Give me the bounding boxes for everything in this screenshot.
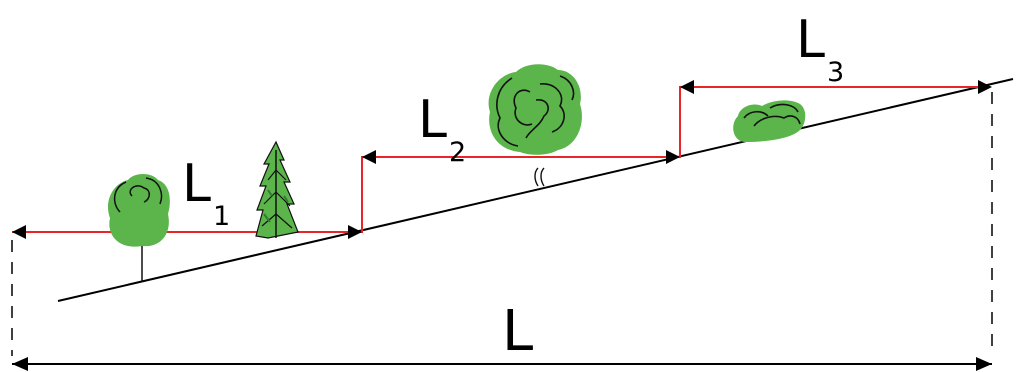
- label-L3: L3: [796, 14, 844, 86]
- conifer-tree-icon: [255, 140, 299, 239]
- label-L1-main: L: [182, 154, 211, 214]
- label-L2-subscript: 2: [448, 137, 467, 168]
- label-L1: L1: [182, 158, 230, 230]
- arrow-total-L: [12, 357, 992, 371]
- arrow-L1: [12, 225, 362, 239]
- round-tree-icon: [108, 174, 170, 282]
- label-L3-main: L: [796, 10, 825, 70]
- step-profile-red: [12, 86, 986, 233]
- label-total-L: L: [502, 304, 533, 360]
- label-L1-subscript: 1: [212, 201, 231, 232]
- label-L3-subscript: 3: [826, 57, 845, 88]
- arrow-L3: [680, 80, 992, 94]
- label-total-L-main: L: [502, 299, 534, 364]
- small-shrub-icon: [733, 100, 806, 142]
- label-L2: L2: [418, 94, 466, 166]
- large-shrub-icon: [488, 64, 582, 187]
- arrow-L2: [362, 150, 680, 164]
- slope-line: [57, 78, 1014, 302]
- label-L2-main: L: [418, 90, 447, 150]
